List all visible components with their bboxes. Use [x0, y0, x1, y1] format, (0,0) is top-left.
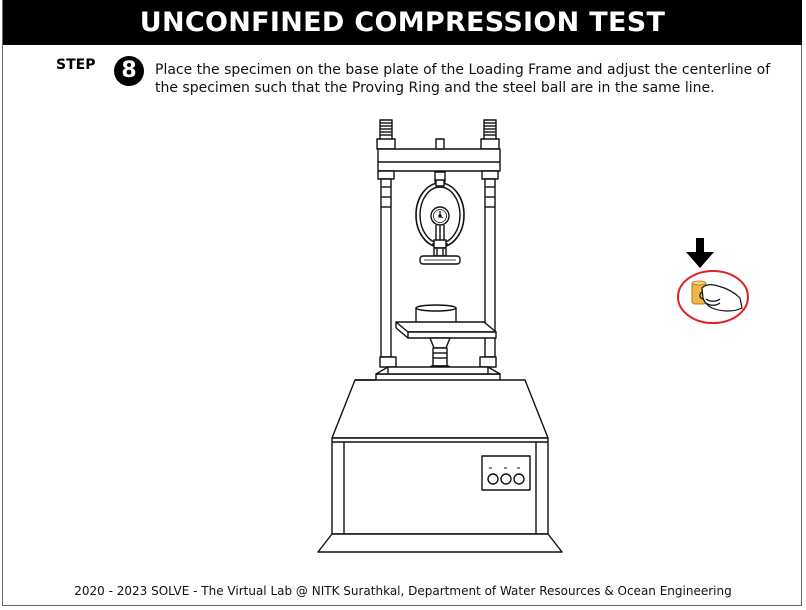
cabinet-plinth [317, 533, 563, 553]
knob-icon [513, 473, 525, 485]
loading-frame-illustration [317, 119, 563, 553]
base-platen [395, 321, 497, 333]
step-label: STEP [56, 57, 96, 73]
top-crosshead [377, 148, 501, 172]
knob-icon [487, 473, 499, 485]
step-number-badge: 8 [114, 56, 144, 86]
highlight-circle [677, 270, 749, 324]
footer-credits: 2020 - 2023 SOLVE - The Virtual Lab @ NI… [74, 584, 732, 598]
hand-icon [699, 284, 743, 312]
knob-icon [500, 473, 512, 485]
down-arrow-icon [686, 238, 714, 268]
page-title: UNCONFINED COMPRESSION TEST [3, 0, 802, 45]
proving-ring [415, 179, 465, 248]
left-rod-top [379, 119, 393, 141]
right-rod-top [483, 119, 497, 141]
control-panel [481, 455, 531, 491]
left-column-rod [380, 178, 392, 358]
step-instruction: Place the specimen on the base plate of … [155, 62, 771, 96]
specimen-in-hand[interactable] [672, 236, 754, 328]
cabinet-top [331, 379, 549, 439]
